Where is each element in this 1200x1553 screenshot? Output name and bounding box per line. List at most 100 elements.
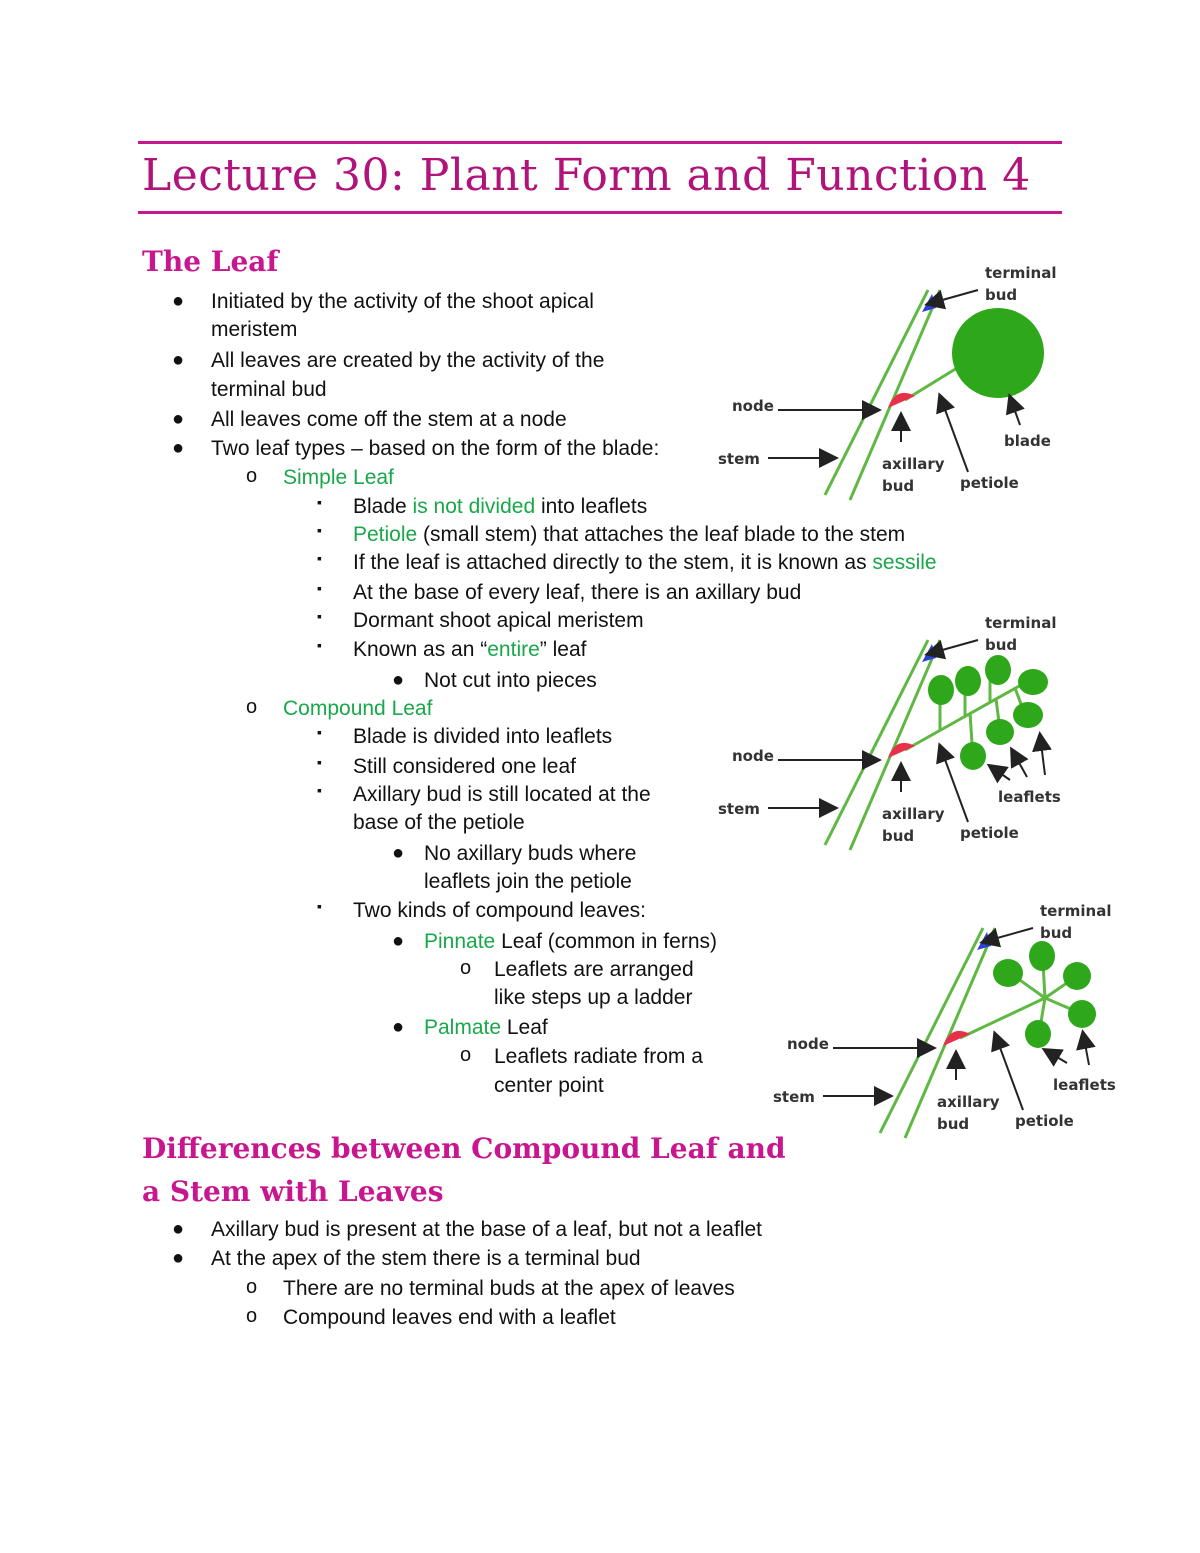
section-heading-differences: Differences between Compound Leaf and — [142, 1132, 786, 1165]
compound-subitem-cont: leaflets join the petiole — [424, 870, 632, 893]
terminal-label: terminal — [1040, 902, 1111, 920]
simple-dormant-item: Dormant shoot apical meristem — [353, 609, 644, 632]
node-label: node — [732, 747, 774, 765]
title-top-rule — [138, 141, 1062, 144]
section-heading-differences-cont: a Stem with Leaves — [142, 1175, 444, 1208]
bullet-icon: ● — [172, 408, 185, 430]
circle-bullet-icon: o — [246, 1305, 258, 1327]
bullet-icon: ● — [392, 1016, 405, 1038]
simple-entire-item: Known as an “entire” leaf — [353, 638, 587, 661]
terminal-label: terminal — [985, 614, 1056, 632]
simple-petiole-item: Petiole (small stem) that attaches the l… — [353, 523, 906, 546]
bullet-text-cont: meristem — [211, 318, 298, 341]
compound-item-cont: base of the petiole — [353, 811, 525, 834]
circle-bullet-icon: o — [246, 465, 258, 487]
square-bullet-icon: ▪ — [317, 580, 322, 596]
bullet-icon: ● — [172, 437, 185, 459]
bullet-icon: ● — [172, 1218, 185, 1240]
bullet-icon: ● — [172, 1247, 185, 1269]
square-bullet-icon: ▪ — [317, 608, 322, 624]
simple-axillary-item: At the base of every leaf, there is an a… — [353, 581, 802, 604]
compound-item: Axillary bud is still located at the — [353, 783, 651, 806]
stem-label: stem — [773, 1088, 815, 1106]
bud-label: bud — [882, 827, 914, 845]
compound-subitem: No axillary buds where — [424, 842, 637, 865]
palmate-item: Palmate Leaf — [424, 1016, 548, 1039]
square-bullet-icon: ▪ — [317, 724, 322, 740]
square-bullet-icon: ▪ — [317, 898, 322, 914]
stem-label: stem — [718, 800, 760, 818]
bullet-icon: ● — [392, 669, 405, 691]
axillary-label: axillary — [882, 805, 945, 823]
bullet-icon: ● — [172, 290, 185, 312]
difference-subbullet: There are no terminal buds at the apex o… — [283, 1277, 735, 1300]
axillary-bud-icon — [888, 742, 915, 758]
petiole-label: petiole — [960, 824, 1019, 842]
circle-bullet-icon: o — [460, 1044, 472, 1066]
petiole-label: petiole — [1015, 1112, 1074, 1130]
bullet-text-cont: terminal bud — [211, 378, 327, 401]
petiole-label: petiole — [960, 474, 1019, 492]
stem-label: stem — [718, 450, 760, 468]
pinnate-item: Pinnate Leaf (common in ferns) — [424, 930, 717, 953]
simple-leaf-diagram: terminal bud node stem axillary bud peti… — [718, 264, 1056, 501]
bud-label: bud — [985, 286, 1017, 304]
compound-item: Blade is divided into leaflets — [353, 725, 613, 748]
blade-label: blade — [1004, 432, 1051, 450]
page-title: Lecture 30: Plant Form and Function 4 — [142, 150, 1031, 201]
bullet-text: All leaves are created by the activity o… — [211, 349, 605, 372]
compound-leaf-label: Compound Leaf — [283, 697, 433, 720]
square-bullet-icon: ▪ — [317, 754, 322, 770]
circle-bullet-icon: o — [460, 957, 472, 979]
pinnate-subitem: Leaflets are arranged — [494, 958, 694, 981]
bullet-icon: ● — [392, 842, 405, 864]
bullet-icon: ● — [392, 930, 405, 952]
pinnate-subitem-cont: like steps up a ladder — [494, 986, 693, 1009]
bullet-icon: ● — [172, 349, 185, 371]
palmate-subitem: Leaflets radiate from a — [494, 1045, 703, 1068]
simple-leaf-label: Simple Leaf — [283, 466, 394, 489]
leaflets-icon — [993, 941, 1096, 1048]
axillary-bud-icon — [943, 1030, 970, 1046]
pinnate-leaf-diagram: terminal bud node stem axillary bud peti… — [718, 614, 1061, 851]
title-bottom-rule — [138, 211, 1062, 214]
bullet-text: Two leaf types – based on the form of th… — [211, 437, 660, 460]
bud-label: bud — [882, 477, 914, 495]
bullet-text: Initiated by the activity of the shoot a… — [211, 290, 594, 313]
leaflets-label: leaflets — [1053, 1076, 1116, 1094]
palmate-subitem-cont: center point — [494, 1074, 604, 1097]
square-bullet-icon: ▪ — [317, 494, 322, 510]
circle-bullet-icon: o — [246, 1276, 258, 1298]
difference-bullet: At the apex of the stem there is a termi… — [211, 1247, 641, 1270]
compound-item: Still considered one leaf — [353, 755, 576, 778]
simple-notcut-item: Not cut into pieces — [424, 669, 597, 692]
square-bullet-icon: ▪ — [317, 637, 322, 653]
difference-bullet: Axillary bud is present at the base of a… — [211, 1218, 763, 1241]
bud-label: bud — [937, 1115, 969, 1133]
compound-item: Two kinds of compound leaves: — [353, 899, 646, 922]
square-bullet-icon: ▪ — [317, 550, 322, 566]
axillary-label: axillary — [882, 455, 945, 473]
blade-icon — [952, 308, 1044, 398]
axillary-bud-icon — [888, 392, 915, 408]
palmate-leaf-diagram: terminal bud node stem axillary bud peti… — [773, 902, 1116, 1139]
terminal-label: terminal — [985, 264, 1056, 282]
difference-subbullet: Compound leaves end with a leaflet — [283, 1306, 616, 1329]
bud-label: bud — [985, 636, 1017, 654]
square-bullet-icon: ▪ — [317, 782, 322, 798]
bud-label: bud — [1040, 924, 1072, 942]
simple-blade-item: Blade is not divided into leaflets — [353, 495, 648, 518]
stem-icon — [823, 289, 942, 501]
node-label: node — [732, 397, 774, 415]
section-heading-the-leaf: The Leaf — [142, 245, 279, 278]
stem-icon — [878, 927, 997, 1139]
stem-icon — [823, 639, 942, 851]
leaflets-label: leaflets — [998, 788, 1061, 806]
leaflets-icon — [928, 655, 1048, 770]
square-bullet-icon: ▪ — [317, 522, 322, 538]
simple-sessile-item: If the leaf is attached directly to the … — [353, 551, 937, 574]
axillary-label: axillary — [937, 1093, 1000, 1111]
bullet-text: All leaves come off the stem at a node — [211, 408, 567, 431]
node-label: node — [787, 1035, 829, 1053]
circle-bullet-icon: o — [246, 696, 258, 718]
